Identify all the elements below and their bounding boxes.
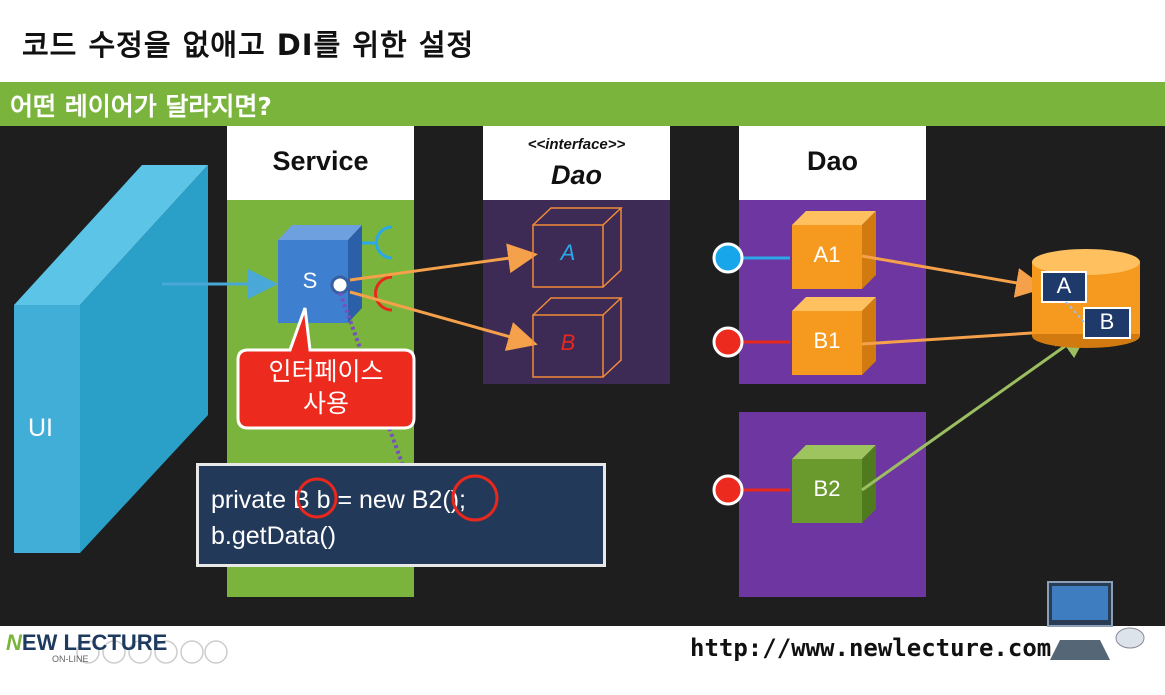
dao-cube-a1 <box>792 211 876 289</box>
interface-box-b <box>532 297 623 378</box>
interface-header-label: Dao <box>550 160 602 190</box>
subtitle-bar: 어떤 레이어가 달라지면? <box>0 82 1165 126</box>
service-header-label: Service <box>272 146 369 176</box>
db-table-b-label: B <box>1099 309 1115 334</box>
a1-port-icon <box>712 242 744 274</box>
footer-logo: NEW LECTURE <box>6 630 167 656</box>
code-line-2: b.getData() <box>211 522 337 550</box>
callout-bubble <box>236 307 416 430</box>
service-to-b-arrow <box>349 290 538 351</box>
service-header: Service <box>227 126 414 200</box>
code-box: private B b = new B2(); b.getData() <box>196 463 606 567</box>
interface-column <box>483 200 670 384</box>
red-socket-icon <box>374 275 393 312</box>
callout-text: 인터페이스 사용 <box>238 356 414 420</box>
service-cube-label: S <box>302 268 318 293</box>
ui-slab <box>14 165 208 553</box>
interface-b-label: B <box>560 330 576 355</box>
logo-text: EW LECTURE <box>21 630 168 655</box>
db-table-b <box>1083 307 1131 339</box>
dao-header-label: Dao <box>806 146 858 176</box>
dao-header: Dao <box>739 126 926 200</box>
a1-to-db-arrow <box>861 254 1046 298</box>
interface-stereotype: <<interface>> <box>527 136 626 153</box>
code-line-1: private B b = new B2(); <box>211 486 466 514</box>
logo-sub: ON-LINE <box>52 654 89 664</box>
db-table-a <box>1041 271 1087 303</box>
blue-socket-icon <box>375 225 393 260</box>
b2-to-db-arrow <box>861 328 1090 492</box>
b2-port-icon <box>712 474 744 506</box>
dao-b1-label: B1 <box>813 328 841 353</box>
logo-initial: N <box>6 630 22 655</box>
dao-cube-b2 <box>792 445 876 523</box>
footer-url[interactable]: http://www.newlecture.com <box>690 634 1052 662</box>
callout-line1: 인터페이스 <box>268 357 384 386</box>
db-table-a-label: A <box>1056 273 1072 298</box>
callout-line2: 사용 <box>302 389 349 418</box>
interface-box-a <box>532 207 623 288</box>
dao-b2-label: B2 <box>813 476 841 501</box>
service-to-a-arrow <box>349 243 538 282</box>
ui-label: UI <box>28 414 53 442</box>
interface-header: <<interface>> Dao <box>483 126 670 200</box>
service-port-icon <box>330 275 350 295</box>
footer-icons <box>76 640 228 664</box>
slide-subtitle: 어떤 레이어가 달라지면? <box>10 92 272 121</box>
b1-port-icon <box>712 326 744 358</box>
interface-a-label: A <box>560 240 576 265</box>
slide-title: 코드 수정을 없애고 DI를 위한 설정 <box>22 28 475 62</box>
computer-icon <box>1047 581 1145 660</box>
dao-a1-label: A1 <box>813 242 841 267</box>
dao-cube-b1 <box>792 297 876 375</box>
